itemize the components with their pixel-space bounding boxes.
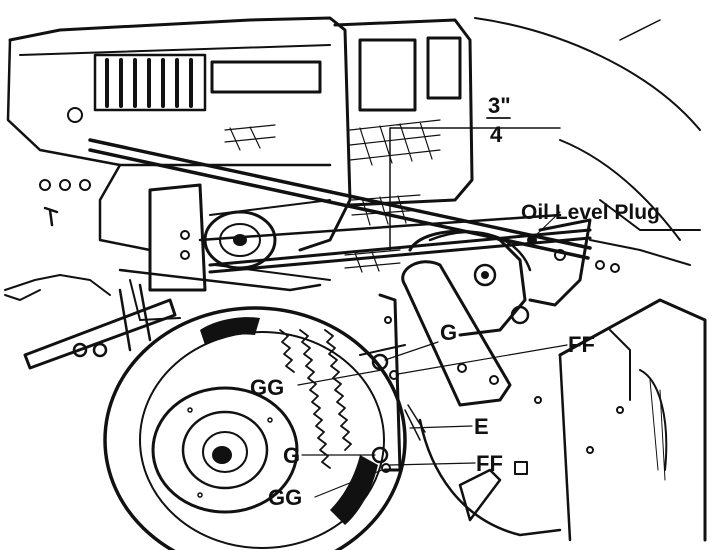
spacer-gg-lower bbox=[381, 463, 391, 473]
leader-lines bbox=[297, 211, 568, 498]
measurement-callout: 3" 4 bbox=[389, 93, 561, 251]
bolt-g-upper bbox=[371, 353, 389, 371]
callout-e: E bbox=[474, 414, 489, 439]
front-grille-housing bbox=[333, 18, 474, 273]
callout-g-lower: G bbox=[283, 443, 300, 468]
callout-gg-upper: GG bbox=[250, 375, 284, 400]
rear-fender bbox=[474, 17, 701, 241]
oil-level-plug bbox=[527, 235, 537, 245]
fraction-denominator: 4 bbox=[490, 122, 503, 147]
tractor-wheel bbox=[103, 306, 407, 550]
hardware bbox=[359, 344, 426, 473]
tiller-arm bbox=[378, 260, 512, 472]
callout-gg-lower: GG bbox=[268, 485, 302, 510]
hood-louvres bbox=[93, 53, 322, 112]
oil-level-plug-label: Oil Level Plug bbox=[521, 201, 660, 224]
tractor-hood bbox=[6, 16, 474, 273]
tiller-housing bbox=[418, 298, 707, 542]
tie-rods bbox=[88, 138, 592, 274]
gearbox-housing bbox=[408, 218, 691, 337]
wheel-hub bbox=[212, 446, 232, 464]
callout-ff-lower: FF bbox=[476, 451, 503, 476]
frame-drawbar bbox=[4, 268, 322, 370]
spacer-gg-upper bbox=[389, 370, 399, 380]
callout-ff-upper: FF bbox=[568, 332, 595, 357]
belt-pulley bbox=[203, 199, 331, 281]
fraction-numerator: 3" bbox=[488, 93, 511, 118]
callout-g-upper: G bbox=[440, 320, 457, 345]
mounting-bracket bbox=[98, 163, 207, 292]
